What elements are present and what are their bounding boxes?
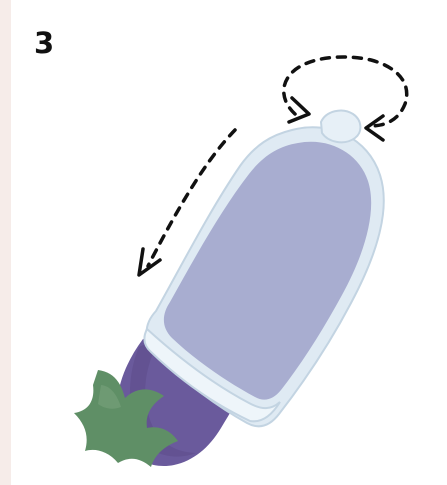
condom-icon [144, 111, 383, 427]
roll-down-arrowhead [139, 249, 160, 275]
condom-reservoir-tip [321, 111, 360, 143]
tip-twist-right-arrowhead [366, 116, 383, 140]
